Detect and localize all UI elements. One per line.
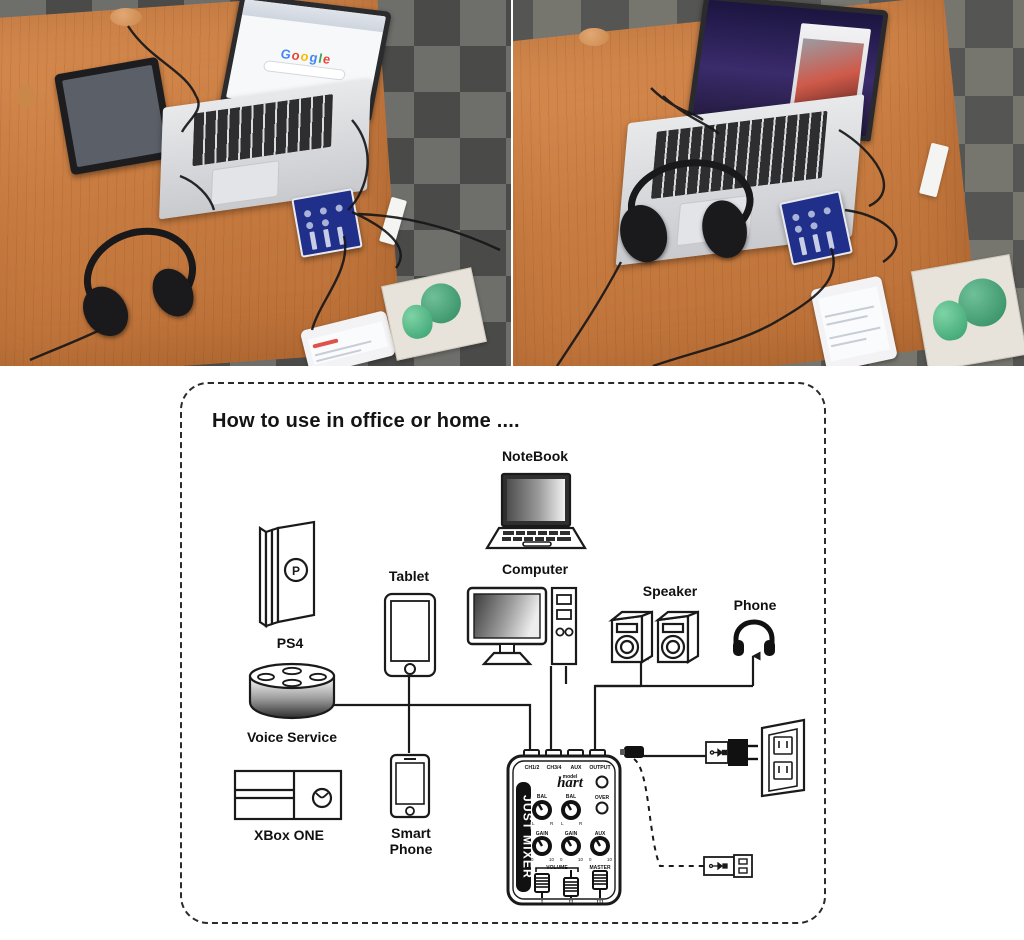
- photo-cables: [29, 25, 501, 362]
- svg-text:10: 10: [549, 857, 554, 862]
- svg-text:R: R: [579, 821, 583, 826]
- notebook-label: NoteBook: [501, 448, 569, 464]
- svg-text:CH1/2: CH1/2: [525, 765, 540, 771]
- svg-text:L: L: [561, 821, 564, 826]
- svg-text:I: I: [541, 899, 544, 907]
- phone-headphone-icon: [732, 619, 776, 658]
- notebook-icon: [485, 472, 587, 552]
- smart-phone-icon: [389, 753, 431, 819]
- svg-text:III: III: [597, 899, 605, 907]
- photo-right: [513, 0, 1024, 366]
- svg-text:OVER: OVER: [595, 795, 610, 801]
- svg-text:MASTER: MASTER: [589, 865, 611, 871]
- svg-text:AUX: AUX: [595, 831, 606, 837]
- svg-text:VOLUME: VOLUME: [546, 865, 568, 871]
- svg-text:model: model: [563, 774, 578, 780]
- computer-icon: [466, 586, 578, 668]
- ps4-icon: P: [252, 514, 338, 632]
- svg-text:GAIN: GAIN: [565, 831, 578, 837]
- desk-grommet: [579, 28, 609, 46]
- diagram-title: How to use in office or home ....: [212, 410, 520, 432]
- tablet-label: Tablet: [388, 568, 430, 584]
- svg-text:hart: hart: [557, 775, 584, 791]
- connection-diagram: How to use in office or home ....: [0, 366, 1024, 940]
- svg-text:0: 0: [531, 857, 534, 862]
- voice-service-icon: [244, 662, 340, 720]
- usb-connector-icon: [703, 854, 754, 878]
- tablet-icon: [383, 592, 437, 678]
- desk-grommet: [110, 8, 142, 26]
- svg-text:JUST MIXER: JUST MIXER: [521, 795, 535, 879]
- svg-text:AUX: AUX: [571, 765, 582, 771]
- svg-text:II: II: [569, 899, 574, 907]
- svg-text:0: 0: [589, 857, 592, 862]
- computer-label: Computer: [501, 561, 569, 577]
- wood-figurine: [18, 85, 34, 107]
- svg-text:R: R: [550, 821, 554, 826]
- svg-text:BAL: BAL: [566, 794, 576, 800]
- svg-text:L: L: [532, 821, 535, 826]
- svg-text:10: 10: [607, 857, 612, 862]
- xbox-one-icon: [232, 768, 344, 822]
- voice-service-label: Voice Service: [246, 729, 338, 745]
- smart-phone-label: Smart Phone: [389, 825, 433, 857]
- svg-text:OUTPUT: OUTPUT: [589, 765, 611, 771]
- svg-text:10: 10: [578, 857, 583, 862]
- dc-plug-icon: [620, 744, 646, 760]
- svg-text:CH3/4: CH3/4: [547, 765, 562, 771]
- svg-text:0: 0: [560, 857, 563, 862]
- just-mixer-device: JUST MIXER CH1/2 CH3/4 AUX OUTPUT model …: [496, 738, 632, 910]
- speaker-label: Speaker: [642, 583, 698, 599]
- photo-left: Google: [0, 0, 513, 366]
- wall-outlet-icon: [756, 718, 812, 798]
- ac-power-adapter-icon: [705, 738, 762, 768]
- svg-text:P: P: [292, 564, 300, 578]
- xbox-one-label: XBox ONE: [253, 827, 324, 843]
- photo-strip: Google: [0, 0, 1024, 366]
- diagram-border: [180, 382, 826, 924]
- phone-label: Phone: [733, 597, 777, 613]
- speaker-icon: [608, 606, 700, 666]
- svg-text:BAL: BAL: [537, 794, 547, 800]
- ps4-label: PS4: [276, 635, 304, 651]
- photo-cables: [556, 87, 898, 366]
- svg-text:GAIN: GAIN: [536, 831, 549, 837]
